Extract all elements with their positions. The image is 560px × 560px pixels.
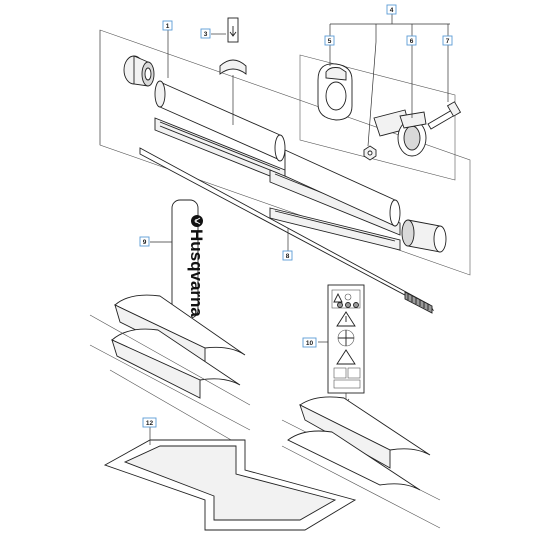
callout-4-text: 4	[390, 7, 394, 14]
part-handle-bracket	[317, 63, 353, 121]
callout-12-text: 12	[146, 420, 154, 427]
callout-4: 4	[386, 4, 397, 15]
part-clamp-ring	[373, 109, 427, 157]
callout-6: 6	[406, 35, 417, 46]
callout-9-text: 9	[143, 239, 147, 246]
callout-5: 5	[324, 35, 335, 46]
callout-1: 1	[162, 20, 173, 31]
part-drive-shaft	[139, 147, 435, 314]
decal-logo: Husqvarna	[187, 215, 206, 317]
callout-12: 12	[142, 417, 157, 428]
part-half-shells-left	[89, 294, 251, 449]
callout-8: 8	[282, 250, 293, 261]
part-protective-sheet	[103, 439, 357, 531]
callout-10-text: 10	[306, 340, 314, 347]
callout-3: 3	[200, 28, 211, 39]
part-clip	[219, 17, 247, 125]
part-half-shells-right	[281, 396, 441, 529]
callout-5-text: 5	[328, 38, 332, 45]
part-bushing-end	[123, 55, 155, 87]
callout-8-text: 8	[286, 253, 290, 260]
part-outer-tube-lower	[284, 149, 401, 227]
part-brand-decal: Husqvarna	[171, 199, 206, 356]
part-bushing-lower	[401, 219, 447, 253]
decal-brand-text: Husqvarna	[187, 229, 206, 317]
part-screw	[427, 101, 462, 130]
callout-7-text: 7	[446, 38, 450, 45]
callout-6-text: 6	[410, 38, 414, 45]
clamp-assembly-panel	[299, 54, 456, 181]
callout-9: 9	[139, 236, 150, 247]
callout-10: 10	[302, 337, 317, 348]
part-nut	[363, 145, 377, 161]
part-warning-label	[327, 284, 365, 404]
callout-leaders	[149, 14, 450, 445]
callout-3-text: 3	[204, 31, 208, 38]
part-outer-tube	[154, 80, 286, 162]
callout-7: 7	[442, 35, 453, 46]
callout-1-text: 1	[166, 23, 170, 30]
part-channel-lower	[269, 169, 401, 251]
